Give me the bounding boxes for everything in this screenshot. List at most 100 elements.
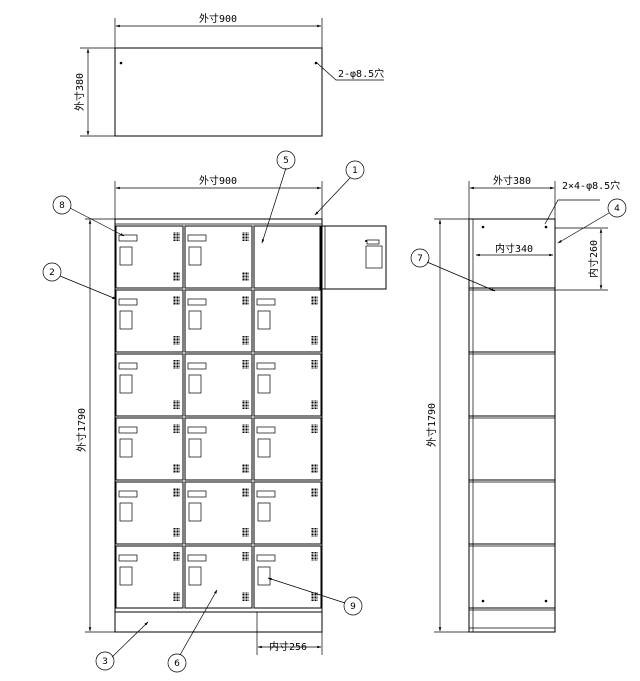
locker-door-panel [253, 481, 322, 545]
locker-door-panel [253, 353, 322, 417]
callout-8-label: 8 [59, 201, 65, 211]
top-view: 外寸900 外寸380 2-φ8.5穴 [73, 12, 384, 137]
front-width-label: 外寸900 [199, 174, 237, 187]
vent-louver-top [173, 424, 180, 433]
callout-6-label: 6 [174, 659, 180, 669]
door-window [119, 502, 133, 522]
door-window [119, 438, 133, 458]
side-hole-bottom-left [481, 599, 485, 603]
vent-louver-top [311, 552, 318, 561]
callout-9-label: 9 [350, 602, 356, 612]
callout-1-label: 1 [352, 166, 358, 176]
name-plate [118, 298, 138, 306]
name-plate [187, 426, 207, 434]
locker-door-panel [253, 289, 322, 353]
front-view: 外寸900 外寸1790 内寸256 [75, 174, 387, 655]
door-window [119, 246, 133, 266]
front-inner-width-label: 内寸256 [269, 640, 307, 653]
door-window [119, 566, 133, 586]
open-door-window [365, 245, 383, 269]
vent-louver-bottom [173, 272, 180, 281]
name-plate [118, 554, 138, 562]
mount-hole-left [119, 61, 123, 65]
front-cabinet-outline [114, 218, 323, 633]
locker-door-panel [115, 353, 184, 417]
locker-door-panel [115, 481, 184, 545]
locker-door-panel [115, 225, 184, 289]
locker-door-panel [184, 545, 253, 609]
vent-louver-bottom [311, 336, 318, 345]
vent-louver-bottom [173, 464, 180, 473]
side-inner-height-label: 内寸260 [587, 240, 600, 278]
locker-door-panel [184, 289, 253, 353]
locker-door [115, 545, 184, 609]
name-plate [256, 298, 276, 306]
top-depth-label: 外寸380 [73, 73, 86, 111]
locker-door-panel [115, 545, 184, 609]
side-height-label: 外寸1790 [425, 403, 438, 447]
callout-1-circle [345, 160, 365, 180]
callout-7-circle [410, 248, 430, 268]
name-plate [187, 298, 207, 306]
locker-door-panel [253, 225, 322, 289]
locker-door-panel [184, 481, 253, 545]
callout-2-label: 2 [49, 268, 55, 278]
locker-door [253, 289, 322, 353]
vent-louver-top [311, 424, 318, 433]
locker-door-panel [184, 353, 253, 417]
side-hole-bottom-right [544, 599, 548, 603]
vent-louver-bottom [311, 592, 318, 601]
callout-2-circle [42, 262, 62, 282]
vent-louver-top [242, 296, 249, 305]
locker-door-panel [115, 417, 184, 481]
name-plate [187, 362, 207, 370]
side-depth-label: 外寸380 [493, 174, 531, 187]
door-window [188, 374, 202, 394]
open-door-panel [319, 225, 387, 290]
locker-door [115, 417, 184, 481]
vent-louver-bottom [242, 464, 249, 473]
locker-door [115, 289, 184, 353]
locker-door [253, 417, 322, 481]
name-plate [118, 490, 138, 498]
side-view: 外寸380 2×4-φ8.5穴 外寸1790 内寸340 内寸260 [425, 174, 620, 633]
locker-door [184, 289, 253, 353]
locker-door [253, 225, 322, 289]
callout-4-label: 4 [614, 204, 620, 214]
vent-louver-bottom [173, 592, 180, 601]
locker-door [184, 353, 253, 417]
side-hole-label: 2×4-φ8.5穴 [562, 179, 620, 192]
mount-hole-right [314, 61, 318, 65]
locker-door [253, 481, 322, 545]
door-window [188, 246, 202, 266]
door-window [188, 566, 202, 586]
top-hole-label: 2-φ8.5穴 [338, 67, 384, 80]
vent-louver-top [173, 552, 180, 561]
locker-door [184, 417, 253, 481]
name-plate [118, 234, 138, 242]
callout-5-circle [276, 150, 296, 170]
vent-louver-top [173, 232, 180, 241]
locker-door [115, 481, 184, 545]
callout-7-label: 7 [417, 254, 423, 264]
vent-louver-bottom [311, 464, 318, 473]
door-window [188, 438, 202, 458]
name-plate [187, 490, 207, 498]
door-window [188, 502, 202, 522]
locker-door-panel [253, 545, 322, 609]
top-view-outline [114, 47, 323, 137]
locker-door [253, 353, 322, 417]
vent-louver-top [311, 296, 318, 305]
name-plate [118, 362, 138, 370]
vent-louver-bottom [173, 400, 180, 409]
locker-door [115, 353, 184, 417]
locker-door-panel [253, 417, 322, 481]
vent-louver-bottom [242, 400, 249, 409]
vent-louver-bottom [242, 272, 249, 281]
side-hole-top-right [544, 225, 548, 229]
vent-louver-bottom [242, 592, 249, 601]
vent-louver-top [311, 360, 318, 369]
callouts: 1 5 8 2 3 6 9 4 7 [42, 150, 627, 673]
side-hole-top-left [481, 225, 485, 229]
